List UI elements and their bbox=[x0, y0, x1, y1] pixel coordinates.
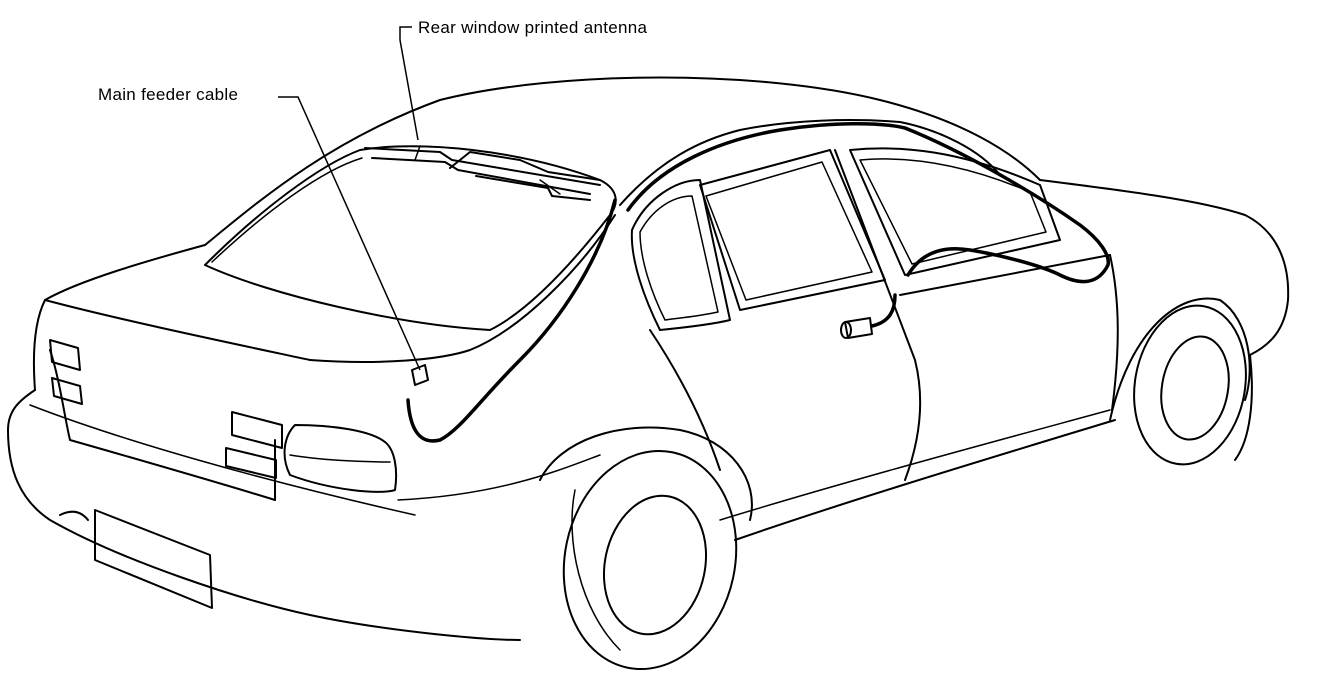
label-rear-window-antenna: Rear window printed antenna bbox=[418, 18, 648, 37]
rear-window bbox=[204, 145, 617, 331]
label-main-feeder-cable: Main feeder cable bbox=[98, 85, 239, 104]
feeder-cable-route bbox=[411, 122, 1110, 386]
car-body bbox=[7, 76, 1290, 641]
doors bbox=[649, 149, 1119, 481]
leader-lines bbox=[278, 26, 421, 371]
rear-wheel bbox=[539, 426, 753, 671]
front-wheel bbox=[1109, 297, 1251, 466]
c-pillar bbox=[406, 119, 1001, 443]
side-windows bbox=[630, 147, 1061, 331]
